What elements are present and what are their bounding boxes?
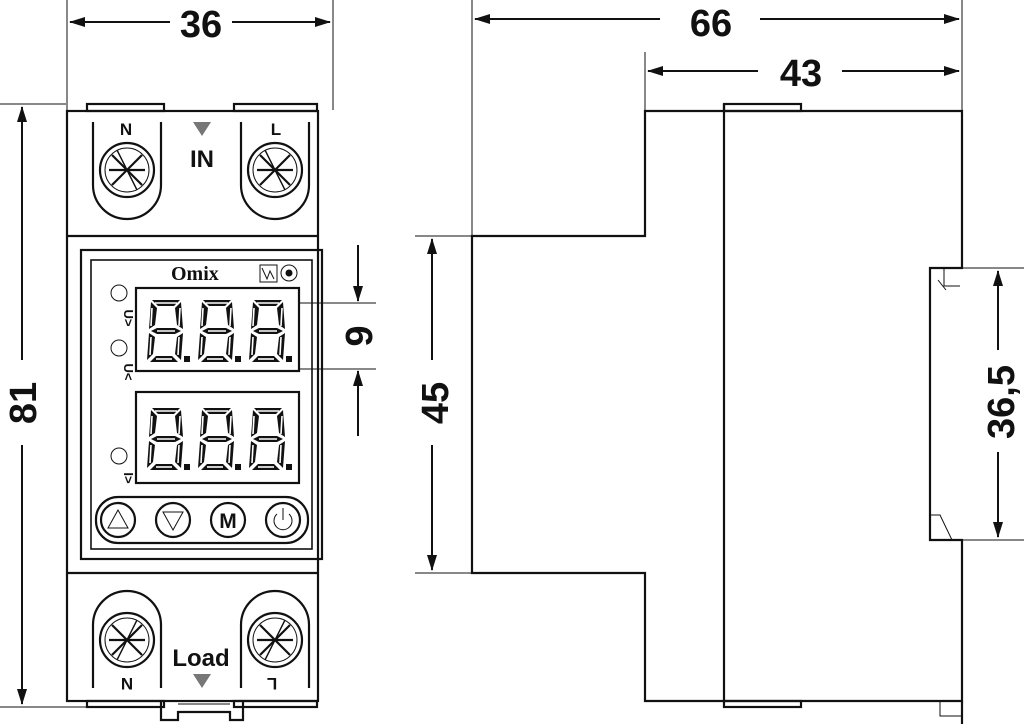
indicator-led-overvoltage <box>110 284 128 302</box>
dim-side-depth-front: 43 <box>780 53 822 95</box>
indicator-label-overvoltage: U> <box>121 310 136 327</box>
terminal-bottom-l-icon <box>239 589 311 690</box>
display-bottom <box>134 390 301 485</box>
dim-digit-height: 9 <box>339 325 381 346</box>
dim-front-height: 81 <box>3 382 45 424</box>
indicator-led-overcurrent <box>110 447 128 465</box>
side-dimensions: 66 43 45 36,5 <box>415 0 1024 574</box>
terminal-bottom-n-label: N <box>121 674 133 693</box>
brand-logo: Omix <box>171 263 219 285</box>
display-top-digit <box>248 299 293 363</box>
triangle-down-icon <box>162 511 184 532</box>
front-dimensions: 36 81 9 <box>0 0 381 708</box>
load-label: Load <box>172 645 229 672</box>
triangle-up-icon <box>107 508 129 529</box>
display-top-digit <box>197 299 242 363</box>
display-top <box>134 286 301 373</box>
button-panel <box>94 495 310 545</box>
mode-button[interactable]: M <box>209 501 247 539</box>
up-button[interactable] <box>99 501 137 539</box>
side-body-outline <box>470 109 964 703</box>
arrow-down-marker-icon <box>193 122 211 136</box>
input-label: IN <box>190 146 214 173</box>
indicator-label-overcurrent: I> <box>121 472 136 484</box>
terminal-bottom-l-label: L <box>267 674 277 693</box>
terminal-top-l-label: L <box>271 120 281 139</box>
display-bottom-digit <box>197 407 242 471</box>
dim-side-depth-total: 66 <box>690 3 732 45</box>
terminal-top-n-label: N <box>120 120 132 139</box>
side-view <box>470 102 964 724</box>
power-icon <box>273 513 293 531</box>
mode-button-label: M <box>219 510 237 533</box>
front-body-outline <box>65 109 320 703</box>
dim-din-rail-height: 36,5 <box>981 365 1023 439</box>
display-top-digit <box>146 299 191 363</box>
terminal-bottom-n-icon <box>91 589 163 690</box>
down-button[interactable] <box>154 501 192 539</box>
cert-mark-icon <box>259 264 298 283</box>
display-bottom-digit <box>248 407 293 471</box>
indicator-label-undervoltage: U< <box>121 364 136 381</box>
display-bezel <box>79 248 324 561</box>
din-clip <box>159 701 245 722</box>
arrow-down-marker-icon <box>193 674 211 688</box>
dim-side-height-middle: 45 <box>415 382 457 424</box>
indicator-led-undervoltage <box>110 339 128 357</box>
dim-front-width: 36 <box>180 4 222 46</box>
front-view: N L IN Omix U> U< I> <box>65 102 324 722</box>
display-bottom-digit <box>146 407 191 471</box>
power-button[interactable] <box>264 501 302 539</box>
